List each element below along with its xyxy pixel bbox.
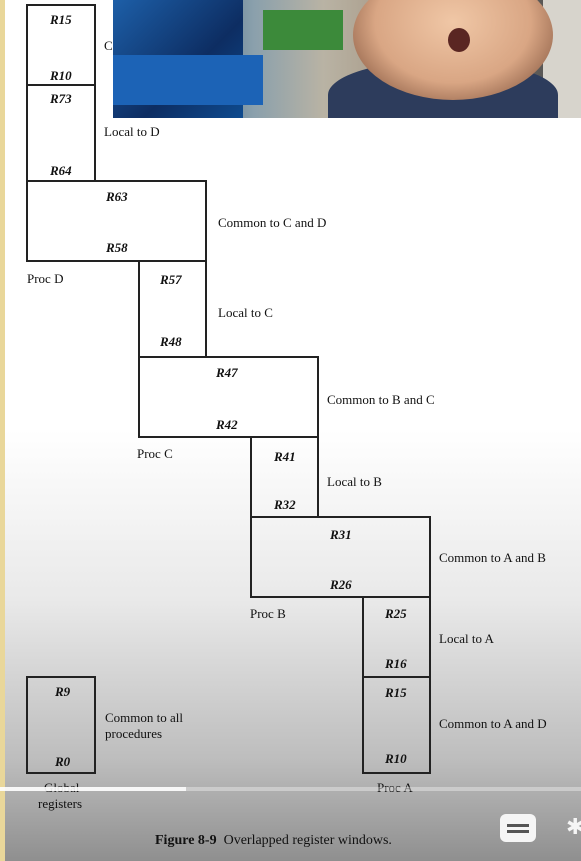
register-label: R57 [160, 272, 182, 287]
register-block-common-bc [138, 356, 319, 438]
label-procedures: procedures [105, 726, 163, 741]
register-label: R0 [55, 754, 71, 769]
label-local-c: Local to C [218, 305, 273, 320]
register-label: R9 [55, 684, 71, 699]
label-proc-c: Proc C [137, 446, 173, 461]
register-label: R10 [50, 68, 72, 83]
register-label: R15 [385, 685, 407, 700]
label-proc-b: Proc B [250, 606, 286, 621]
gear-icon[interactable]: ✱ [566, 815, 581, 840]
register-label: R48 [160, 334, 182, 349]
label-cut-c: C [104, 38, 113, 53]
register-block-common-cd [26, 180, 207, 262]
label-local-a: Local to A [439, 631, 494, 646]
label-local-b: Local to B [327, 474, 382, 489]
label-registers: registers [38, 796, 83, 811]
register-label: R10 [385, 751, 407, 766]
video-progress-fill [0, 787, 186, 791]
label-common-bc: Common to B and C [327, 392, 435, 407]
register-block-global [26, 676, 96, 774]
figure-number: Figure 8-9 [155, 833, 217, 848]
register-block-common-ab [250, 516, 431, 598]
label-proc-d: Proc D [27, 271, 64, 286]
register-label: R25 [385, 606, 407, 621]
label-common-cd: Common to C and D [218, 215, 327, 230]
register-label: R15 [50, 12, 72, 27]
page-edge [0, 0, 5, 861]
register-label: R63 [106, 189, 128, 204]
register-label: R64 [50, 163, 72, 178]
register-label: R32 [274, 497, 296, 512]
register-label: R58 [106, 240, 128, 255]
register-label: R16 [385, 656, 407, 671]
register-label: R47 [216, 365, 238, 380]
register-label: R26 [330, 577, 352, 592]
closed-captions-icon[interactable] [500, 814, 536, 842]
label-common-all: Common to all [105, 710, 183, 725]
register-label: R31 [330, 527, 352, 542]
label-common-ad: Common to A and D [439, 716, 547, 731]
register-block-common-ad [362, 676, 431, 774]
video-progress-bar[interactable] [0, 787, 581, 791]
label-local-d: Local to D [104, 124, 160, 139]
register-label: R73 [50, 91, 72, 106]
register-label: R42 [216, 417, 238, 432]
webcam-overlay [113, 0, 581, 118]
label-common-ab: Common to A and B [439, 550, 546, 565]
figure-caption-text: Overlapped register windows. [223, 833, 392, 848]
figure-caption: Figure 8-9 Overlapped register windows. [155, 833, 392, 849]
label-proc-a: Proc A [377, 780, 413, 795]
register-label: R41 [274, 449, 296, 464]
